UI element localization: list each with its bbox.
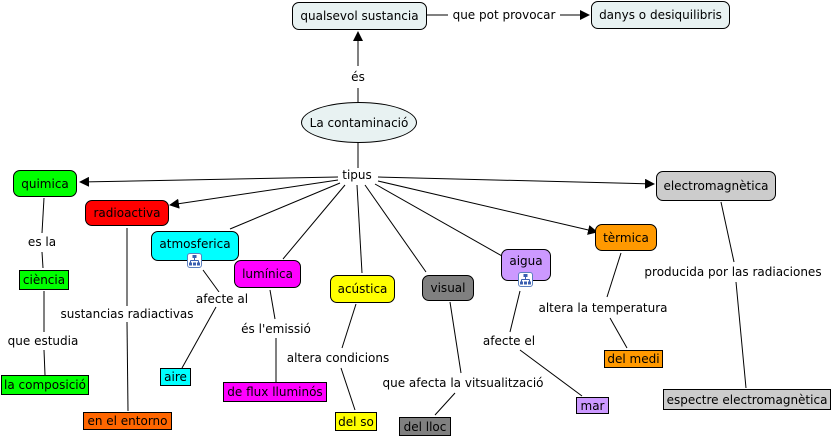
link-line: [356, 184, 363, 274]
concept-composicio[interactable]: la composició: [1, 375, 89, 395]
link-label-es-la[interactable]: es la: [25, 235, 59, 249]
link-label-que-afecta-visualitzacio[interactable]: que afecta la vitsualització: [380, 376, 546, 390]
link-line: [449, 301, 462, 374]
link-label-es-lemissio[interactable]: és l'emissió: [239, 322, 313, 336]
concept-del-lloc[interactable]: del lloc: [399, 417, 451, 436]
concept-electromagnetica[interactable]: electromagnètica: [656, 171, 776, 201]
concept-damage[interactable]: danys o desiquilibris: [591, 1, 730, 29]
link-line: [282, 184, 346, 260]
concept-map-icon[interactable]: [518, 272, 533, 287]
link-line: [341, 303, 357, 349]
concept-aire[interactable]: aire: [160, 368, 191, 386]
concept-acustica[interactable]: acústica: [330, 275, 395, 303]
link-line: [43, 349, 46, 376]
link-line: [269, 289, 276, 320]
link-line: [609, 317, 628, 349]
link-line: [509, 290, 521, 333]
link-line: [340, 367, 356, 411]
link-label-sustancias-radiactivas[interactable]: sustancias radiactivas: [58, 307, 196, 321]
link-label-producida-radiaciones[interactable]: producida por las radiaciones: [642, 265, 824, 279]
link-line: [79, 176, 339, 187]
link-line: [202, 269, 220, 293]
link-line: [41, 251, 44, 269]
link-line: [374, 183, 503, 257]
link-line: [434, 392, 456, 416]
link-label-es[interactable]: és: [349, 70, 367, 84]
concept-substance[interactable]: qualsevol sustancia: [292, 2, 427, 30]
link-line: [720, 201, 735, 263]
link-label-altera-temperatura[interactable]: altera la temperatura: [536, 301, 670, 315]
concept-del-so[interactable]: del so: [335, 412, 377, 431]
concept-luminica[interactable]: lumínica: [234, 260, 301, 288]
concept-ciencia[interactable]: ciència: [19, 270, 69, 290]
concept-root-contaminacio[interactable]: La contaminació: [301, 102, 417, 143]
link-line: [229, 182, 341, 230]
link-label-afecte-al[interactable]: afecte al: [193, 292, 251, 306]
link-line: [181, 306, 217, 369]
concept-del-medi[interactable]: del medi: [604, 350, 663, 368]
concept-radioactiva[interactable]: radioactiva: [85, 200, 169, 226]
link-label-altera-condicions[interactable]: altera condicions: [284, 351, 392, 365]
link-line: [519, 349, 583, 397]
concept-map-icon[interactable]: [187, 253, 202, 268]
concept-termica[interactable]: tèrmica: [595, 224, 657, 251]
link-line: [735, 281, 747, 389]
link-label-afecte-el[interactable]: afecte el: [480, 334, 538, 348]
concept-quimica[interactable]: quimica: [13, 170, 77, 197]
concept-flux-lluminos[interactable]: de flux lluminós: [223, 382, 327, 402]
link-line: [126, 321, 129, 412]
concept-mar[interactable]: mar: [576, 397, 609, 414]
link-line: [364, 184, 427, 273]
link-line: [606, 252, 622, 298]
link-line: [377, 176, 655, 189]
link-label-tipus[interactable]: tipus: [340, 168, 374, 182]
link-line: [41, 197, 45, 234]
link-label-que-estudia[interactable]: que estudia: [5, 334, 81, 348]
link-line: [169, 179, 339, 209]
concept-entorno[interactable]: en el entorno: [83, 412, 172, 430]
link-label-que-pot-provocar[interactable]: que pot provocar: [450, 8, 558, 22]
link-line: [377, 180, 598, 235]
concept-espectre[interactable]: espectre electromagnètica: [663, 389, 831, 410]
concept-visual[interactable]: visual: [422, 275, 474, 301]
